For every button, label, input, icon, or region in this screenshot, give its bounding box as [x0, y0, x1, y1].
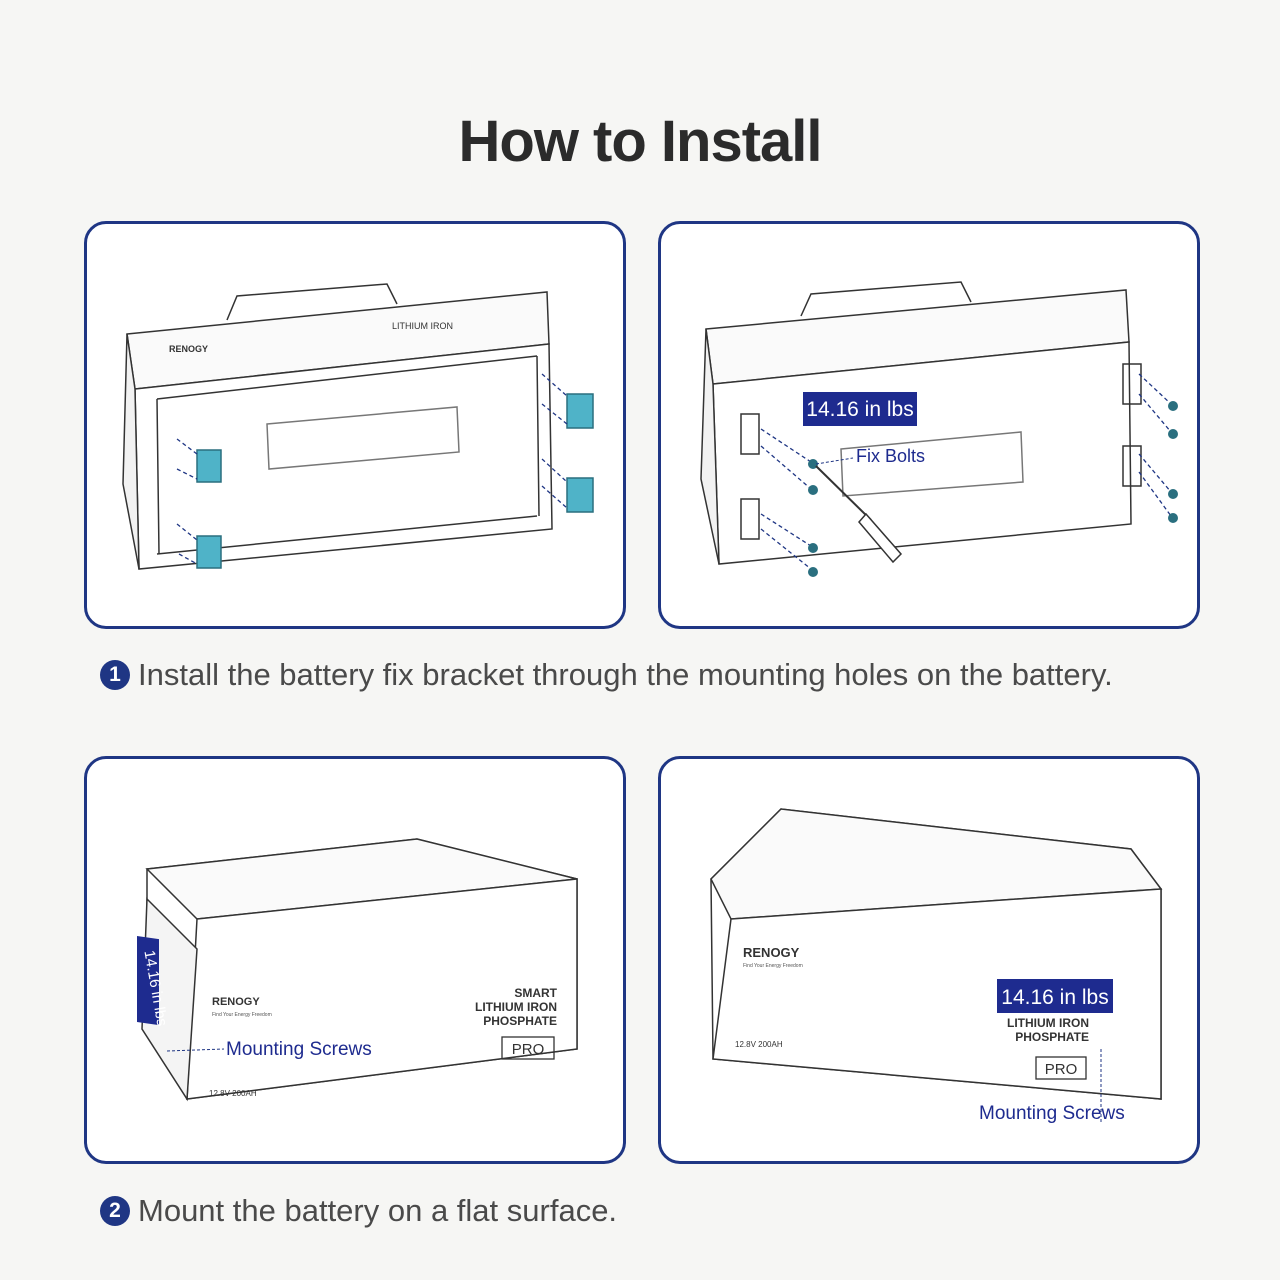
- side-torque-callout-bg: [137, 936, 159, 1026]
- mounting-screws-label: Mounting Screws: [979, 1103, 1125, 1124]
- battery-mount-front-illustration: 14.16 in lbs RENOGY Find Your Energy Fre…: [137, 838, 578, 1102]
- torque-callout-bg: [997, 979, 1113, 1013]
- step-1-number: 1: [100, 660, 130, 690]
- panel-install-brackets: RENOGY LITHIUM IRON: [84, 221, 626, 629]
- bracket-left-bottom: [196, 535, 222, 569]
- battery-brand-label: RENOGY: [743, 945, 800, 960]
- bracket-right-top: [566, 393, 594, 429]
- panel-mount-angle: RENOGY Find Your Energy Freedom 14.16 in…: [658, 756, 1200, 1164]
- battery-bracket-illustration: RENOGY LITHIUM IRON: [122, 283, 594, 570]
- battery-lithium-label: LITHIUM IRON: [475, 1000, 557, 1014]
- battery-phosphate-label: PHOSPHATE: [483, 1014, 557, 1028]
- battery-smart-label: SMART: [514, 986, 557, 1000]
- battery-pro-badge: PRO: [1045, 1061, 1078, 1078]
- battery-brand-label: RENOGY: [212, 996, 260, 1008]
- battery-lithium-label: LITHIUM IRON: [1007, 1016, 1089, 1030]
- step-1: 1 Install the battery fix bracket throug…: [100, 657, 1113, 693]
- fix-bolts-illustration: 14.16 in lbs Fix Bolts: [700, 281, 1178, 577]
- torque-callout: 14.16 in lbs: [806, 398, 913, 421]
- step-1-text: Install the battery fix bracket through …: [138, 657, 1113, 692]
- torque-callout-bg: [803, 392, 917, 426]
- battery-brand-label: RENOGY: [169, 344, 208, 354]
- page-title: How to Install: [458, 109, 823, 174]
- battery-phosphate-label: PHOSPHATE: [1015, 1030, 1089, 1044]
- panel-mount-front: 14.16 in lbs RENOGY Find Your Energy Fre…: [84, 756, 626, 1164]
- screwdriver-icon: [815, 465, 903, 564]
- battery-tagline-label: Find Your Energy Freedom: [743, 963, 803, 969]
- battery-mount-angle-illustration: RENOGY Find Your Energy Freedom 14.16 in…: [710, 808, 1163, 1124]
- battery-pro-badge: PRO: [512, 1041, 545, 1058]
- bracket-left-top: [196, 449, 222, 483]
- battery-line2-label: LITHIUM IRON: [392, 321, 453, 331]
- mounting-screws-label: Mounting Screws: [226, 1039, 372, 1060]
- step-2-number: 2: [100, 1196, 130, 1226]
- step-2-text: Mount the battery on a flat surface.: [138, 1193, 618, 1228]
- bracket-right-bottom: [566, 477, 594, 513]
- battery-tagline-label: Find Your Energy Freedom: [212, 1012, 272, 1018]
- battery-spec-label: 12.8V 200AH: [209, 1089, 257, 1098]
- fix-bolts-label: Fix Bolts: [856, 446, 925, 466]
- step-2: 2 Mount the battery on a flat surface.: [100, 1193, 617, 1229]
- torque-callout: 14.16 in lbs: [1001, 986, 1108, 1009]
- battery-spec-label: 12.8V 200AH: [735, 1040, 783, 1049]
- panel-fix-bolts: 14.16 in lbs Fix Bolts: [658, 221, 1200, 629]
